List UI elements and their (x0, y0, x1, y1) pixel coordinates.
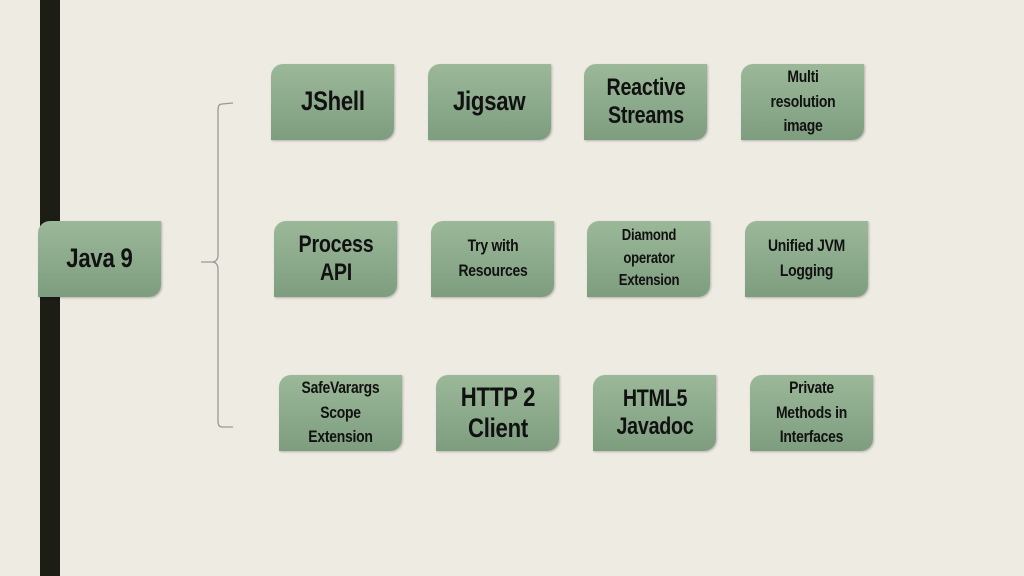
feature-node: Diamond operator Extension (587, 221, 710, 297)
feature-node: Private Methods in Interfaces (750, 375, 873, 451)
feature-node: Reactive Streams (584, 64, 707, 140)
feature-node: Process API (274, 221, 397, 297)
feature-node: JShell (271, 64, 394, 140)
feature-node: Multi resolution image (741, 64, 864, 140)
feature-node: HTTP 2 Client (436, 375, 559, 451)
feature-node: Jigsaw (428, 64, 551, 140)
feature-node: SafeVarargs Scope Extension (279, 375, 402, 451)
feature-node: Unified JVM Logging (745, 221, 868, 297)
root-node: Java 9 (38, 221, 161, 297)
feature-node: Try with Resources (431, 221, 554, 297)
feature-node: HTML5 Javadoc (593, 375, 716, 451)
